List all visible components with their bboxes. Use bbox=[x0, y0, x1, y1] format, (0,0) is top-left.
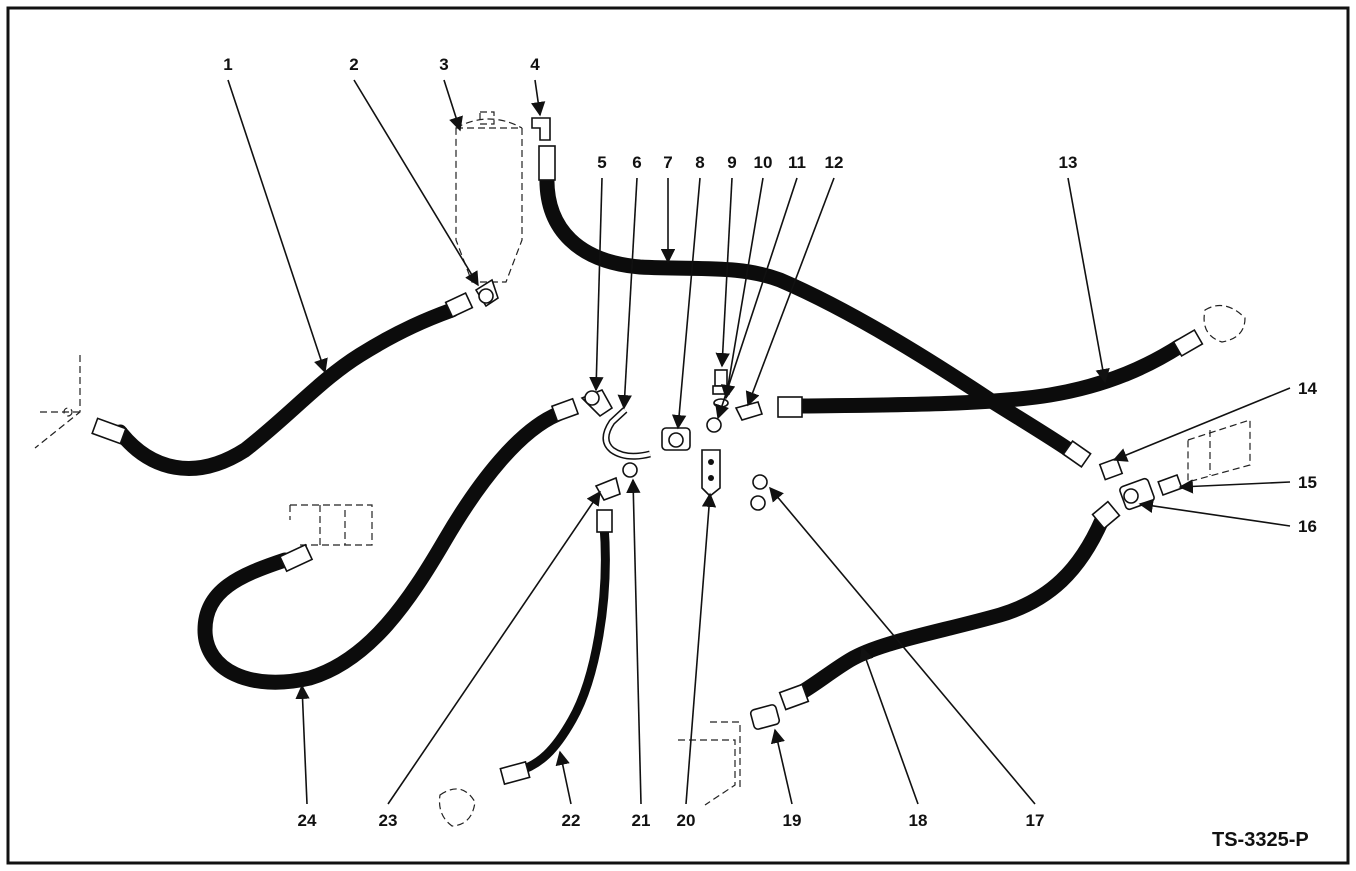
callout-leaders bbox=[227, 79, 1291, 805]
leader-line-3 bbox=[443, 79, 463, 132]
leader-line-14 bbox=[1112, 387, 1291, 462]
callout-number-21: 21 bbox=[632, 811, 651, 830]
callout-number-19: 19 bbox=[783, 811, 802, 830]
leader-line-21 bbox=[626, 478, 642, 805]
callout-number-22: 22 bbox=[562, 811, 581, 830]
callout-number-4: 4 bbox=[530, 55, 540, 74]
callout-number-5: 5 bbox=[597, 153, 606, 172]
leader-line-17 bbox=[769, 486, 1036, 805]
callout-number-12: 12 bbox=[825, 153, 844, 172]
callout-number-20: 20 bbox=[677, 811, 696, 830]
callout-number-24: 24 bbox=[298, 811, 317, 830]
leader-line-11 bbox=[715, 177, 798, 420]
leader-line-20 bbox=[685, 492, 717, 805]
leader-line-22 bbox=[555, 750, 572, 805]
callout-number-13: 13 bbox=[1059, 153, 1078, 172]
hose-13 bbox=[792, 338, 1188, 414]
leader-line-8 bbox=[671, 177, 701, 430]
callout-number-18: 18 bbox=[909, 811, 928, 830]
callout-number-6: 6 bbox=[632, 153, 641, 172]
hose-18 bbox=[789, 512, 1110, 703]
callout-number-1: 1 bbox=[223, 55, 232, 74]
hose-1 bbox=[112, 302, 460, 476]
leader-line-10 bbox=[721, 177, 764, 400]
leader-line-19 bbox=[770, 728, 793, 805]
leader-line-4 bbox=[531, 79, 546, 117]
leader-line-23 bbox=[387, 490, 601, 805]
figure-border bbox=[6, 6, 1350, 865]
leader-line-15 bbox=[1178, 479, 1291, 494]
callout-number-16: 16 bbox=[1298, 517, 1317, 536]
callout-number-17: 17 bbox=[1026, 811, 1045, 830]
callout-number-10: 10 bbox=[754, 153, 773, 172]
leader-line-24 bbox=[295, 684, 310, 805]
hoses bbox=[112, 167, 1188, 777]
callout-number-11: 11 bbox=[788, 153, 806, 172]
callout-number-2: 2 bbox=[349, 55, 358, 74]
callout-number-7: 7 bbox=[663, 153, 672, 172]
callout-number-8: 8 bbox=[695, 153, 704, 172]
leader-line-18 bbox=[859, 646, 919, 805]
callout-number-14: 14 bbox=[1298, 379, 1317, 398]
leader-line-13 bbox=[1067, 177, 1110, 384]
leader-line-1 bbox=[227, 79, 328, 374]
hose-22 bbox=[511, 520, 610, 777]
figure-id: TS-3325-P bbox=[1212, 829, 1309, 851]
fittings bbox=[474, 117, 1183, 730]
hose-24 bbox=[197, 406, 566, 690]
callout-number-23: 23 bbox=[379, 811, 398, 830]
leader-line-16 bbox=[1138, 498, 1291, 527]
callout-number-9: 9 bbox=[727, 153, 736, 172]
leader-line-6 bbox=[617, 177, 638, 410]
leader-line-5 bbox=[589, 177, 604, 392]
leader-line-9 bbox=[715, 177, 733, 368]
hose-ends bbox=[91, 145, 1204, 786]
leader-line-2 bbox=[353, 79, 479, 287]
leader-line-12 bbox=[745, 177, 835, 407]
hose-7 bbox=[539, 167, 1080, 460]
callout-number-3: 3 bbox=[439, 55, 448, 74]
callout-number-15: 15 bbox=[1298, 473, 1317, 492]
